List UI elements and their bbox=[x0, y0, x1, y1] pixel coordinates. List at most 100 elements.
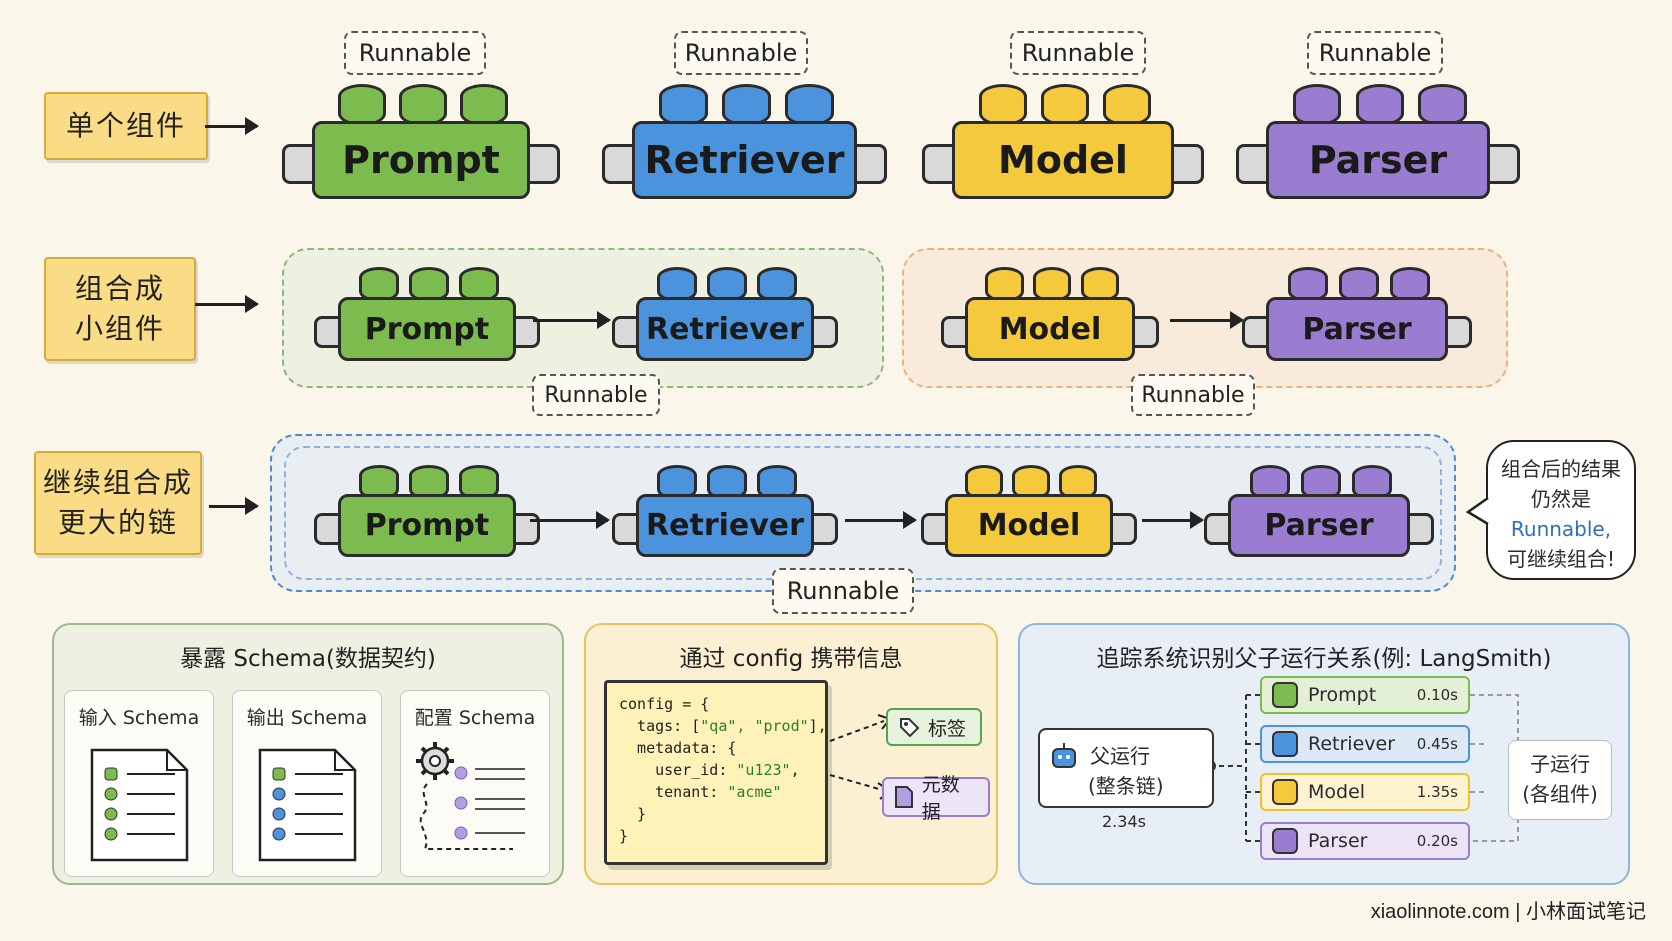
tag-chip: 标签 bbox=[886, 708, 982, 746]
config-panel-title: 通过 config 携带信息 bbox=[679, 646, 903, 672]
trace-child-label-line1: 子运行 bbox=[1530, 752, 1590, 776]
brick-parser-chain-label: Parser bbox=[1228, 494, 1410, 557]
callout-tail bbox=[1466, 496, 1489, 526]
brick-prompt-small: Prompt bbox=[314, 267, 540, 361]
brick-parser-small: Parser bbox=[1242, 267, 1472, 361]
trace-child-model[interactable]: Model 1.35s bbox=[1260, 773, 1470, 811]
document-icon-input bbox=[90, 748, 189, 862]
file-icon bbox=[895, 786, 913, 808]
trace-child-retriever-name: Retriever bbox=[1308, 733, 1396, 755]
brick-prompt: Prompt bbox=[282, 84, 560, 199]
callout-line2: 仍然是 bbox=[1531, 487, 1591, 511]
schema-card-output: 输出 Schema bbox=[232, 690, 382, 877]
trace-panel-title: 追踪系统识别父子运行关系(例: LangSmith) bbox=[1096, 646, 1552, 672]
brick-model: Model bbox=[922, 84, 1204, 199]
arrow-row1 bbox=[205, 117, 259, 135]
brick-model-chain: Model bbox=[921, 465, 1137, 557]
brick-retriever-label: Retriever bbox=[632, 120, 857, 199]
code-line-2-strings: "qa", "prod" bbox=[700, 717, 809, 735]
brick-retriever-small: Retriever bbox=[612, 267, 838, 361]
tag-chip-label: 标签 bbox=[928, 717, 967, 740]
robot-icon-parser bbox=[1272, 828, 1298, 854]
schema-card-input: 输入 Schema bbox=[64, 690, 214, 877]
trace-child-parser[interactable]: Parser 0.20s bbox=[1260, 822, 1470, 860]
arrow-row3 bbox=[209, 497, 259, 515]
trace-child-label-line2: (各组件) bbox=[1522, 782, 1598, 806]
trace-parent-time: 2.34s bbox=[1102, 812, 1146, 831]
code-line-4a: user_id: bbox=[619, 761, 737, 779]
schema-card-output-title: 输出 Schema bbox=[246, 707, 368, 729]
row-label-large-line2: 更大的链 bbox=[57, 506, 178, 539]
trace-child-model-name: Model bbox=[1308, 781, 1366, 803]
runnable-tag-prompt: Runnable bbox=[344, 31, 486, 75]
runnable-tag-retriever: Runnable bbox=[674, 31, 808, 75]
trace-child-prompt[interactable]: Prompt 0.10s bbox=[1260, 676, 1470, 714]
row-label-small-line1: 组合成 bbox=[74, 272, 165, 305]
row-label-small: 组合成 小组件 bbox=[44, 257, 196, 361]
robot-icon-model bbox=[1272, 779, 1298, 805]
config-code-box: config = { tags: ["qa", "prod"], metadat… bbox=[604, 680, 828, 865]
callout-bubble: 组合后的结果 仍然是 Runnable, 可继续组合! bbox=[1486, 440, 1636, 580]
row-label-large-line1: 继续组合成 bbox=[42, 466, 193, 499]
brick-model-chain-label: Model bbox=[945, 494, 1113, 557]
trace-child-retriever-time: 0.45s bbox=[1416, 735, 1458, 753]
metadata-chip-label: 元数据 bbox=[921, 774, 960, 823]
config-panel: 通过 config 携带信息 config = { tags: ["qa", "… bbox=[584, 623, 998, 885]
callout-line1: 组合后的结果 bbox=[1501, 457, 1621, 481]
arrow-model-parser bbox=[1170, 311, 1244, 329]
brick-retriever: Retriever bbox=[602, 84, 887, 199]
trace-child-prompt-time: 0.10s bbox=[1416, 686, 1458, 704]
footer-credit: xiaolinnote.com | 小林面试笔记 bbox=[1370, 901, 1646, 923]
brick-retriever-chain-label: Retriever bbox=[636, 494, 814, 557]
brick-prompt-chain-label: Prompt bbox=[338, 494, 516, 557]
schema-card-config: 配置 Schema bbox=[400, 690, 550, 877]
code-line-4b: , bbox=[790, 761, 800, 779]
brick-model-small-label: Model bbox=[965, 297, 1135, 361]
brick-model-small: Model bbox=[941, 267, 1159, 361]
runnable-tag-chain: Runnable bbox=[772, 568, 914, 614]
gear-icon bbox=[416, 742, 525, 850]
trace-parent-line2: (整条链) bbox=[1088, 774, 1164, 798]
code-line-1: config = { bbox=[619, 695, 710, 713]
runnable-tag-group2: Runnable bbox=[1131, 374, 1255, 416]
brick-prompt-chain: Prompt bbox=[314, 465, 540, 557]
trace-child-label: 子运行 (各组件) bbox=[1508, 740, 1612, 820]
runnable-tag-parser: Runnable bbox=[1307, 31, 1443, 75]
row-label-small-line2: 小组件 bbox=[74, 312, 165, 345]
code-line-2b: ], bbox=[808, 717, 827, 735]
trace-child-model-time: 1.35s bbox=[1416, 783, 1458, 801]
runnable-tag-model: Runnable bbox=[1010, 31, 1146, 75]
trace-parent-box: 父运行 (整条链) bbox=[1038, 728, 1214, 808]
code-line-5a: tenant: bbox=[619, 783, 728, 801]
robot-icon-retriever bbox=[1272, 731, 1298, 757]
runnable-tag-group1: Runnable bbox=[532, 374, 660, 416]
arrow-chain-2 bbox=[845, 511, 917, 529]
arrow-chain-3 bbox=[1142, 511, 1204, 529]
brick-retriever-chain: Retriever bbox=[612, 465, 838, 557]
trace-child-prompt-name: Prompt bbox=[1308, 684, 1377, 706]
code-line-3: metadata: { bbox=[619, 739, 737, 757]
code-line-2a: tags: [ bbox=[619, 717, 701, 735]
row-label-single-text: 单个组件 bbox=[65, 109, 186, 142]
callout-line4: 可继续组合! bbox=[1506, 547, 1616, 571]
brick-parser: Parser bbox=[1236, 84, 1520, 199]
trace-child-retriever[interactable]: Retriever 0.45s bbox=[1260, 725, 1470, 763]
brick-model-label: Model bbox=[952, 120, 1174, 199]
robot-icon-parent bbox=[1052, 743, 1076, 768]
brick-parser-small-label: Parser bbox=[1266, 297, 1448, 361]
brick-parser-chain: Parser bbox=[1204, 465, 1434, 557]
callout-highlight: Runnable, bbox=[1510, 517, 1612, 541]
trace-parent-line1: 父运行 bbox=[1090, 744, 1150, 768]
brick-prompt-small-label: Prompt bbox=[338, 297, 516, 361]
code-line-5-string: "acme" bbox=[727, 783, 782, 801]
arrow-chain-1 bbox=[530, 511, 610, 529]
arrow-prompt-retriever bbox=[533, 311, 611, 329]
trace-child-parser-name: Parser bbox=[1308, 830, 1368, 852]
schema-panel: 暴露 Schema(数据契约) 输入 Schema 输出 Schema bbox=[52, 623, 564, 885]
code-line-6: } bbox=[619, 805, 647, 823]
metadata-chip: 元数据 bbox=[882, 774, 990, 823]
arrow-row2 bbox=[195, 295, 259, 313]
schema-card-input-title: 输入 Schema bbox=[78, 707, 200, 729]
schema-panel-title: 暴露 Schema(数据契约) bbox=[180, 646, 436, 672]
brick-retriever-small-label: Retriever bbox=[636, 297, 814, 361]
